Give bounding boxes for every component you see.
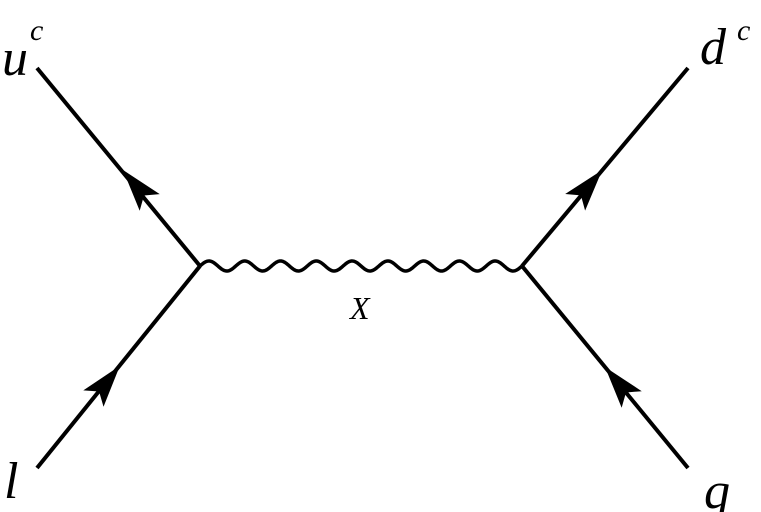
- arrow-top-left: [123, 170, 160, 211]
- label-top-right-base: d: [700, 19, 726, 76]
- propagator-label: X: [350, 290, 370, 326]
- label-top-left-sup: c: [30, 14, 44, 47]
- label-top-right-sup: c: [737, 14, 751, 47]
- arrow-top-right: [565, 170, 603, 211]
- fermion-line-top-right: [520, 66, 690, 268]
- wavy-propagator: [198, 259, 524, 273]
- label-top-left-base: u: [2, 30, 28, 87]
- arrow-bottom-left: [83, 365, 120, 407]
- label-bottom-left: l: [4, 453, 19, 510]
- fermion-line-top-left: [35, 66, 202, 268]
- fermion-line-bottom-right: [520, 264, 690, 470]
- arrow-bottom-right: [605, 366, 642, 408]
- label-bottom-right: q: [704, 463, 730, 512]
